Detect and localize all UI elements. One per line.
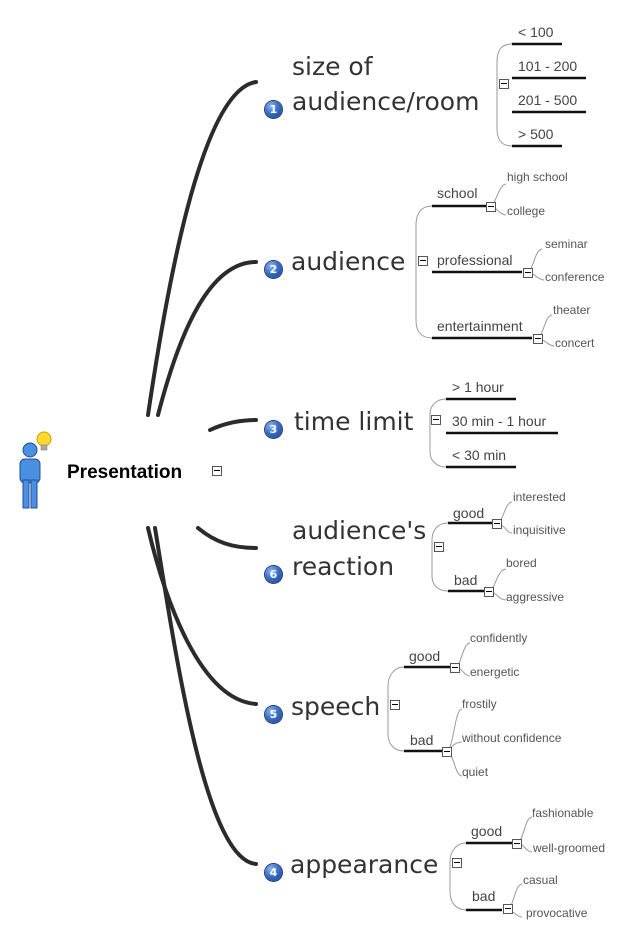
branch-number-badge: 4 — [265, 864, 282, 881]
trunk-b1 — [146, 80, 258, 417]
range-label[interactable]: > 500 — [518, 126, 554, 142]
leaf-label[interactable]: provocative — [526, 906, 588, 920]
group-label[interactable]: bad — [410, 732, 434, 748]
leaf-label[interactable]: casual — [523, 873, 558, 887]
leaf-label[interactable]: confidently — [470, 631, 528, 645]
range-label[interactable]: < 100 — [518, 24, 554, 40]
branch-title-audience-reaction-line2[interactable]: reaction — [292, 552, 395, 581]
leaf-label[interactable]: conference — [545, 270, 605, 284]
group-label[interactable]: school — [437, 185, 478, 201]
branch-title-appearance[interactable]: appearance — [290, 850, 439, 879]
leaf-label[interactable]: fashionable — [532, 806, 594, 820]
range-label[interactable]: 101 - 200 — [518, 58, 578, 74]
trunk-b2 — [156, 260, 258, 417]
branch-number-badge: 5 — [265, 706, 282, 723]
group-collapse-toggle[interactable] — [484, 587, 494, 597]
group-label[interactable]: entertainment — [437, 318, 523, 334]
trunk-b5 — [146, 526, 258, 706]
root-collapse-toggle[interactable] — [212, 466, 222, 476]
leaf-label[interactable]: without confidence — [462, 731, 562, 745]
branch-collapse-toggle[interactable] — [434, 542, 444, 552]
leaf-label[interactable]: energetic — [470, 665, 520, 679]
branch-title-size-of-audience-line2[interactable]: audience/room — [292, 87, 480, 116]
leaf-label[interactable]: inquisitive — [513, 523, 566, 537]
branch-number-badge: 1 — [265, 101, 282, 118]
leaf-label[interactable]: bored — [506, 556, 537, 570]
group-label[interactable]: good — [471, 823, 503, 839]
branch-collapse-toggle[interactable] — [431, 415, 441, 425]
group-label[interactable]: bad — [472, 888, 496, 904]
branch-number-badge: 3 — [265, 421, 282, 438]
leaf-label[interactable]: quiet — [462, 765, 489, 779]
trunk-b6 — [196, 526, 258, 550]
trunk-b3 — [208, 418, 258, 432]
branch-number-badge: 6 — [265, 566, 282, 583]
branch-collapse-toggle[interactable] — [499, 79, 509, 89]
branch-title-time-limit[interactable]: time limit — [294, 407, 414, 436]
leaf-label[interactable]: high school — [507, 170, 568, 184]
branch-title-audience-reaction-line1[interactable]: audience's — [292, 516, 427, 545]
group-collapse-toggle[interactable] — [442, 747, 452, 757]
group-collapse-toggle[interactable] — [512, 839, 522, 849]
branch-collapse-toggle[interactable] — [418, 256, 428, 266]
leaf-label[interactable]: college — [507, 204, 546, 218]
group-label[interactable]: bad — [454, 572, 478, 588]
group-collapse-toggle[interactable] — [486, 202, 496, 212]
group-label[interactable]: good — [453, 505, 485, 521]
group-label[interactable]: professional — [437, 252, 513, 268]
group-collapse-toggle[interactable] — [533, 334, 543, 344]
group-collapse-toggle[interactable] — [450, 663, 460, 673]
group-label[interactable]: good — [409, 648, 441, 664]
branch-title-speech[interactable]: speech — [291, 692, 381, 721]
group-collapse-toggle[interactable] — [503, 904, 513, 914]
leaf-label[interactable]: frostily — [462, 697, 497, 711]
root-topic[interactable]: Presentation — [67, 462, 183, 483]
leaf-label[interactable]: interested — [513, 490, 566, 504]
branch-collapse-toggle[interactable] — [452, 858, 462, 868]
range-label[interactable]: < 30 min — [452, 447, 507, 463]
leaf-label[interactable]: well-groomed — [533, 841, 606, 855]
group-collapse-toggle[interactable] — [523, 268, 533, 278]
leaf-label[interactable]: seminar — [545, 237, 588, 251]
leaf-label[interactable]: aggressive — [506, 590, 565, 604]
range-label[interactable]: > 1 hour — [452, 379, 504, 395]
range-label[interactable]: 30 min - 1 hour — [452, 413, 547, 429]
person-idea-icon — [19, 431, 52, 509]
leaf-label[interactable]: theater — [553, 303, 591, 317]
trunk-b4 — [153, 526, 258, 866]
leaf-label[interactable]: concert — [555, 336, 595, 350]
branch-title-audience[interactable]: audience — [291, 247, 406, 276]
branch-number-badge: 2 — [265, 261, 282, 278]
group-collapse-toggle[interactable] — [492, 519, 502, 529]
range-label[interactable]: 201 - 500 — [518, 92, 578, 108]
branch-title-size-of-audience-line1[interactable]: size of — [292, 52, 373, 81]
branch-collapse-toggle[interactable] — [390, 700, 400, 710]
